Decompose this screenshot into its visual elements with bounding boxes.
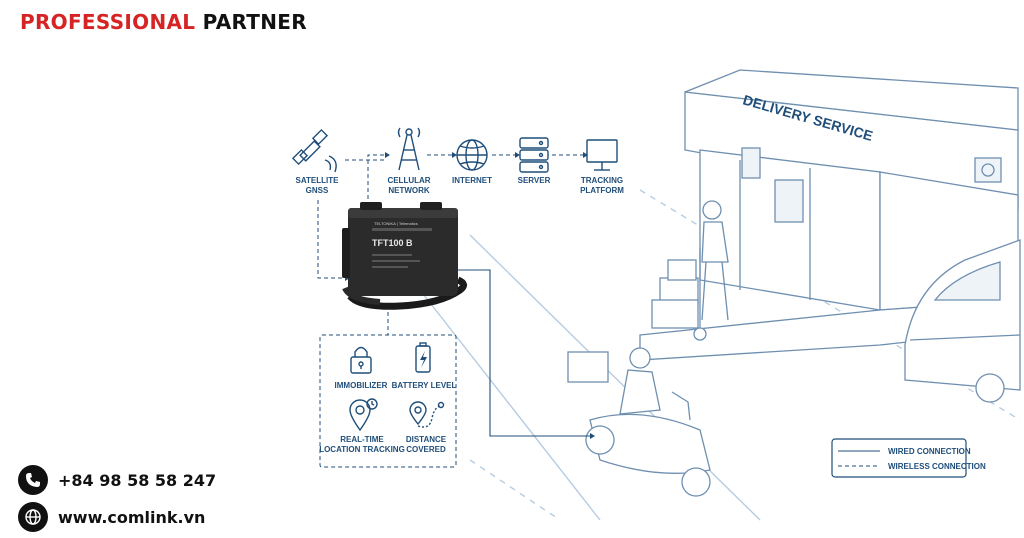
battery-icon bbox=[415, 342, 431, 373]
server-icon bbox=[519, 137, 549, 173]
brand-word-partner: PARTNER bbox=[202, 10, 307, 34]
cell-tower-icon bbox=[397, 127, 421, 171]
wireless-connections bbox=[317, 154, 583, 468]
phone-contact: +84 98 58 58 247 bbox=[18, 465, 216, 495]
feature-label-2-line1: REAL-TIME bbox=[340, 435, 384, 444]
chain-label-4-line1: TRACKING bbox=[581, 176, 623, 185]
tracker-device: TELTONIKA | Telematics TFT100 B bbox=[342, 202, 467, 310]
phone-icon bbox=[18, 465, 48, 495]
brand-word-professional: PROFESSIONAL bbox=[20, 10, 196, 34]
chain-label-2-line1: INTERNET bbox=[452, 176, 492, 185]
chain-label-4-line2: PLATFORM bbox=[580, 186, 624, 195]
satellite-icon bbox=[291, 128, 337, 173]
feature-label-2-line2: LOCATION TRACKING bbox=[319, 445, 405, 454]
globe-contact-icon bbox=[18, 502, 48, 532]
chain-label-1-line2: NETWORK bbox=[388, 186, 430, 195]
monitor-icon bbox=[586, 139, 618, 171]
connection-legend: WIRED CONNECTION WIRELESS CONNECTION bbox=[831, 438, 986, 478]
chain-label-1-line1: CELLULAR bbox=[387, 176, 430, 185]
lock-icon bbox=[350, 346, 372, 374]
chain-label-0-line1: SATELLITE bbox=[296, 176, 340, 185]
feature-label-3-line2: COVERED bbox=[406, 445, 446, 454]
device-model: TFT100 B bbox=[372, 238, 413, 248]
courier-with-cart bbox=[651, 200, 729, 341]
chain-label-0-line2: GNSS bbox=[306, 186, 329, 195]
location-pin-icon bbox=[349, 398, 378, 432]
wired-connection bbox=[457, 269, 590, 437]
scooter-courier bbox=[567, 347, 711, 497]
legend-wired: WIRED CONNECTION bbox=[888, 447, 971, 456]
phone-number[interactable]: +84 98 58 58 247 bbox=[58, 470, 217, 490]
website-contact: www.comlink.vn bbox=[18, 502, 205, 532]
website-link[interactable]: www.comlink.vn bbox=[58, 507, 206, 527]
globe-icon bbox=[456, 139, 488, 171]
van-sketch bbox=[904, 239, 1021, 403]
route-icon bbox=[409, 401, 445, 428]
feature-label-0-line1: IMMOBILIZER bbox=[335, 381, 388, 390]
chain-label-3-line1: SERVER bbox=[518, 176, 551, 185]
feature-label-3-line1: DISTANCE bbox=[406, 435, 447, 444]
brand-title: PROFESSIONAL PARTNER bbox=[20, 10, 307, 34]
device-brand: TELTONIKA | Telematics bbox=[374, 221, 418, 226]
feature-label-1-line1: BATTERY LEVEL bbox=[392, 381, 457, 390]
delivery-building bbox=[639, 69, 1019, 361]
legend-wireless: WIRELESS CONNECTION bbox=[888, 462, 986, 471]
